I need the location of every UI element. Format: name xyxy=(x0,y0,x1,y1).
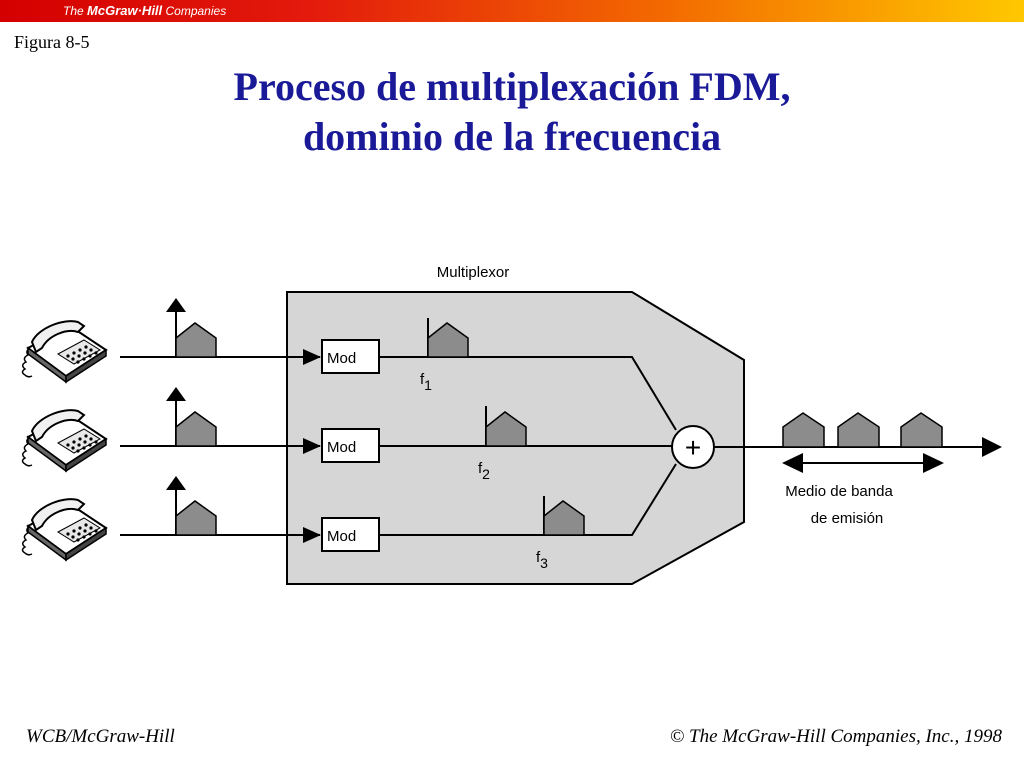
shifted-signal-1 xyxy=(427,318,469,358)
frequency-label-2: f2 xyxy=(478,460,490,482)
slide-title: Proceso de multiplexación FDM, dominio d… xyxy=(0,62,1024,162)
bandwidth-arrowhead-right xyxy=(923,453,944,473)
modulator-label: Mod xyxy=(327,528,356,545)
brand-prefix: The xyxy=(63,4,84,18)
medium-label-line-1: Medio de banda xyxy=(785,483,893,500)
footer-publisher: WCB/McGraw-Hill xyxy=(26,726,175,747)
baseband-signal-1 xyxy=(166,298,217,358)
top-brand-bar: The McGraw·Hill Companies xyxy=(0,0,1024,22)
shifted-signal-3 xyxy=(543,496,585,536)
brand-logo: The McGraw·Hill Companies xyxy=(63,3,226,19)
input-arrowhead xyxy=(303,438,321,454)
brand-suffix: Companies xyxy=(165,4,227,18)
combiner-plus-symbol: + xyxy=(685,432,701,463)
bandwidth-arrowhead-left xyxy=(782,453,803,473)
telephone-icon xyxy=(21,320,107,383)
brand-name: McGraw·Hill xyxy=(87,3,163,18)
figure-label: Figura 8-5 xyxy=(14,32,90,52)
frequency-label-3: f3 xyxy=(536,549,548,571)
modulator-box-3 xyxy=(321,517,380,552)
medium-label-line-2: de emisión xyxy=(811,510,884,527)
multiplexed-spectrum xyxy=(782,412,943,448)
telephone-icon xyxy=(21,498,107,561)
shifted-signal-2 xyxy=(485,406,527,447)
slide-title-line-2: dominio de la frecuencia xyxy=(302,114,722,159)
channel-line-3 xyxy=(379,463,677,536)
modulator-label: Mod xyxy=(327,439,356,456)
input-arrowhead xyxy=(303,349,321,365)
output-arrowhead xyxy=(982,437,1002,457)
baseband-signal-3 xyxy=(166,476,217,536)
modulator-box-1 xyxy=(321,339,380,374)
footer-copyright: © The McGraw-Hill Companies, Inc., 1998 xyxy=(669,726,1002,747)
frequency-label-1: f1 xyxy=(420,371,432,393)
modulator-box-2 xyxy=(321,428,380,463)
modulator-label: Mod xyxy=(327,350,356,367)
baseband-signal-2 xyxy=(166,387,217,447)
telephone-icon xyxy=(21,409,107,472)
input-arrowhead xyxy=(303,527,321,543)
slide-title-line-1: Proceso de multiplexación FDM, xyxy=(233,64,791,109)
multiplexer-label: Multiplexor xyxy=(437,264,510,281)
